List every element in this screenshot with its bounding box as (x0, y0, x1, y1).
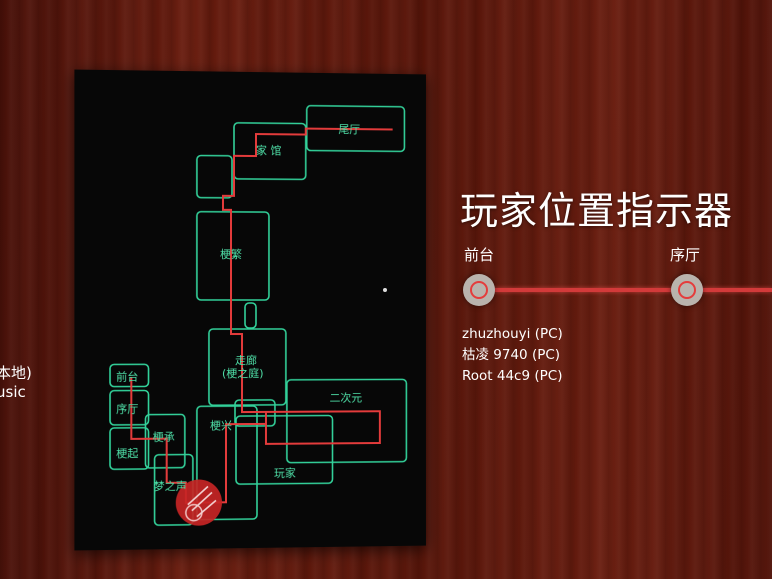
player-item: zhuzhouyi (PC) (462, 326, 563, 342)
label-xuting: 序厅 (116, 402, 138, 416)
room-zoulang (207, 327, 288, 407)
label-gengqi: 梗起 (116, 446, 138, 460)
label-zoulang-sub: (梗之庭) (222, 366, 264, 380)
label-gengcheng: 梗承 (153, 430, 175, 444)
label-zoulang: 走廊 (235, 353, 257, 367)
label-gengxing: 梗兴 (210, 418, 232, 432)
room-gengfan (195, 210, 271, 302)
floor-map-svg: 尾厅 家 馆 梗繁 走廊 (梗之庭) 二次元 玩家 梗兴 前台 序厅 梗起 梗承… (74, 70, 426, 551)
left-fragment-line2: usic (0, 383, 26, 401)
label-gengfan: 梗繁 (220, 247, 242, 261)
stop-label-qiantai: 前台 (464, 246, 495, 264)
left-fragment-line1: 本地) (0, 364, 32, 382)
stop-marker-qiantai[interactable] (463, 274, 495, 306)
room-gengxing-top (233, 398, 277, 428)
location-marker (175, 479, 222, 526)
room-connector (244, 302, 257, 329)
label-wanjia: 玩家 (274, 466, 296, 480)
light-dot (383, 288, 387, 292)
label-weiting: 尾厅 (338, 123, 360, 136)
floor-map: 尾厅 家 馆 梗繁 走廊 (梗之庭) 二次元 玩家 梗兴 前台 序厅 梗起 梗承… (74, 69, 426, 551)
label-jiaguan: 家 馆 (256, 143, 281, 157)
stop-marker-xuting[interactable] (671, 274, 703, 306)
player-item: Root 44c9 (PC) (462, 368, 563, 384)
label-erciyuan: 二次元 (330, 391, 363, 405)
progress-track (478, 288, 772, 292)
label-mengzhisheng: 梦之声 (154, 479, 187, 493)
player-item: 枯凌 9740 (PC) (462, 347, 561, 363)
player-list: zhuzhouyi (PC) 枯凌 9740 (PC) Root 44c9 (P… (462, 324, 563, 387)
panel-title: 玩家位置指示器 (460, 189, 734, 233)
stop-label-xuting: 序厅 (670, 246, 701, 264)
label-qiantai: 前台 (116, 369, 138, 383)
route-path (131, 127, 392, 504)
room-gengxing (195, 404, 258, 520)
room-corridor-top (195, 154, 233, 199)
